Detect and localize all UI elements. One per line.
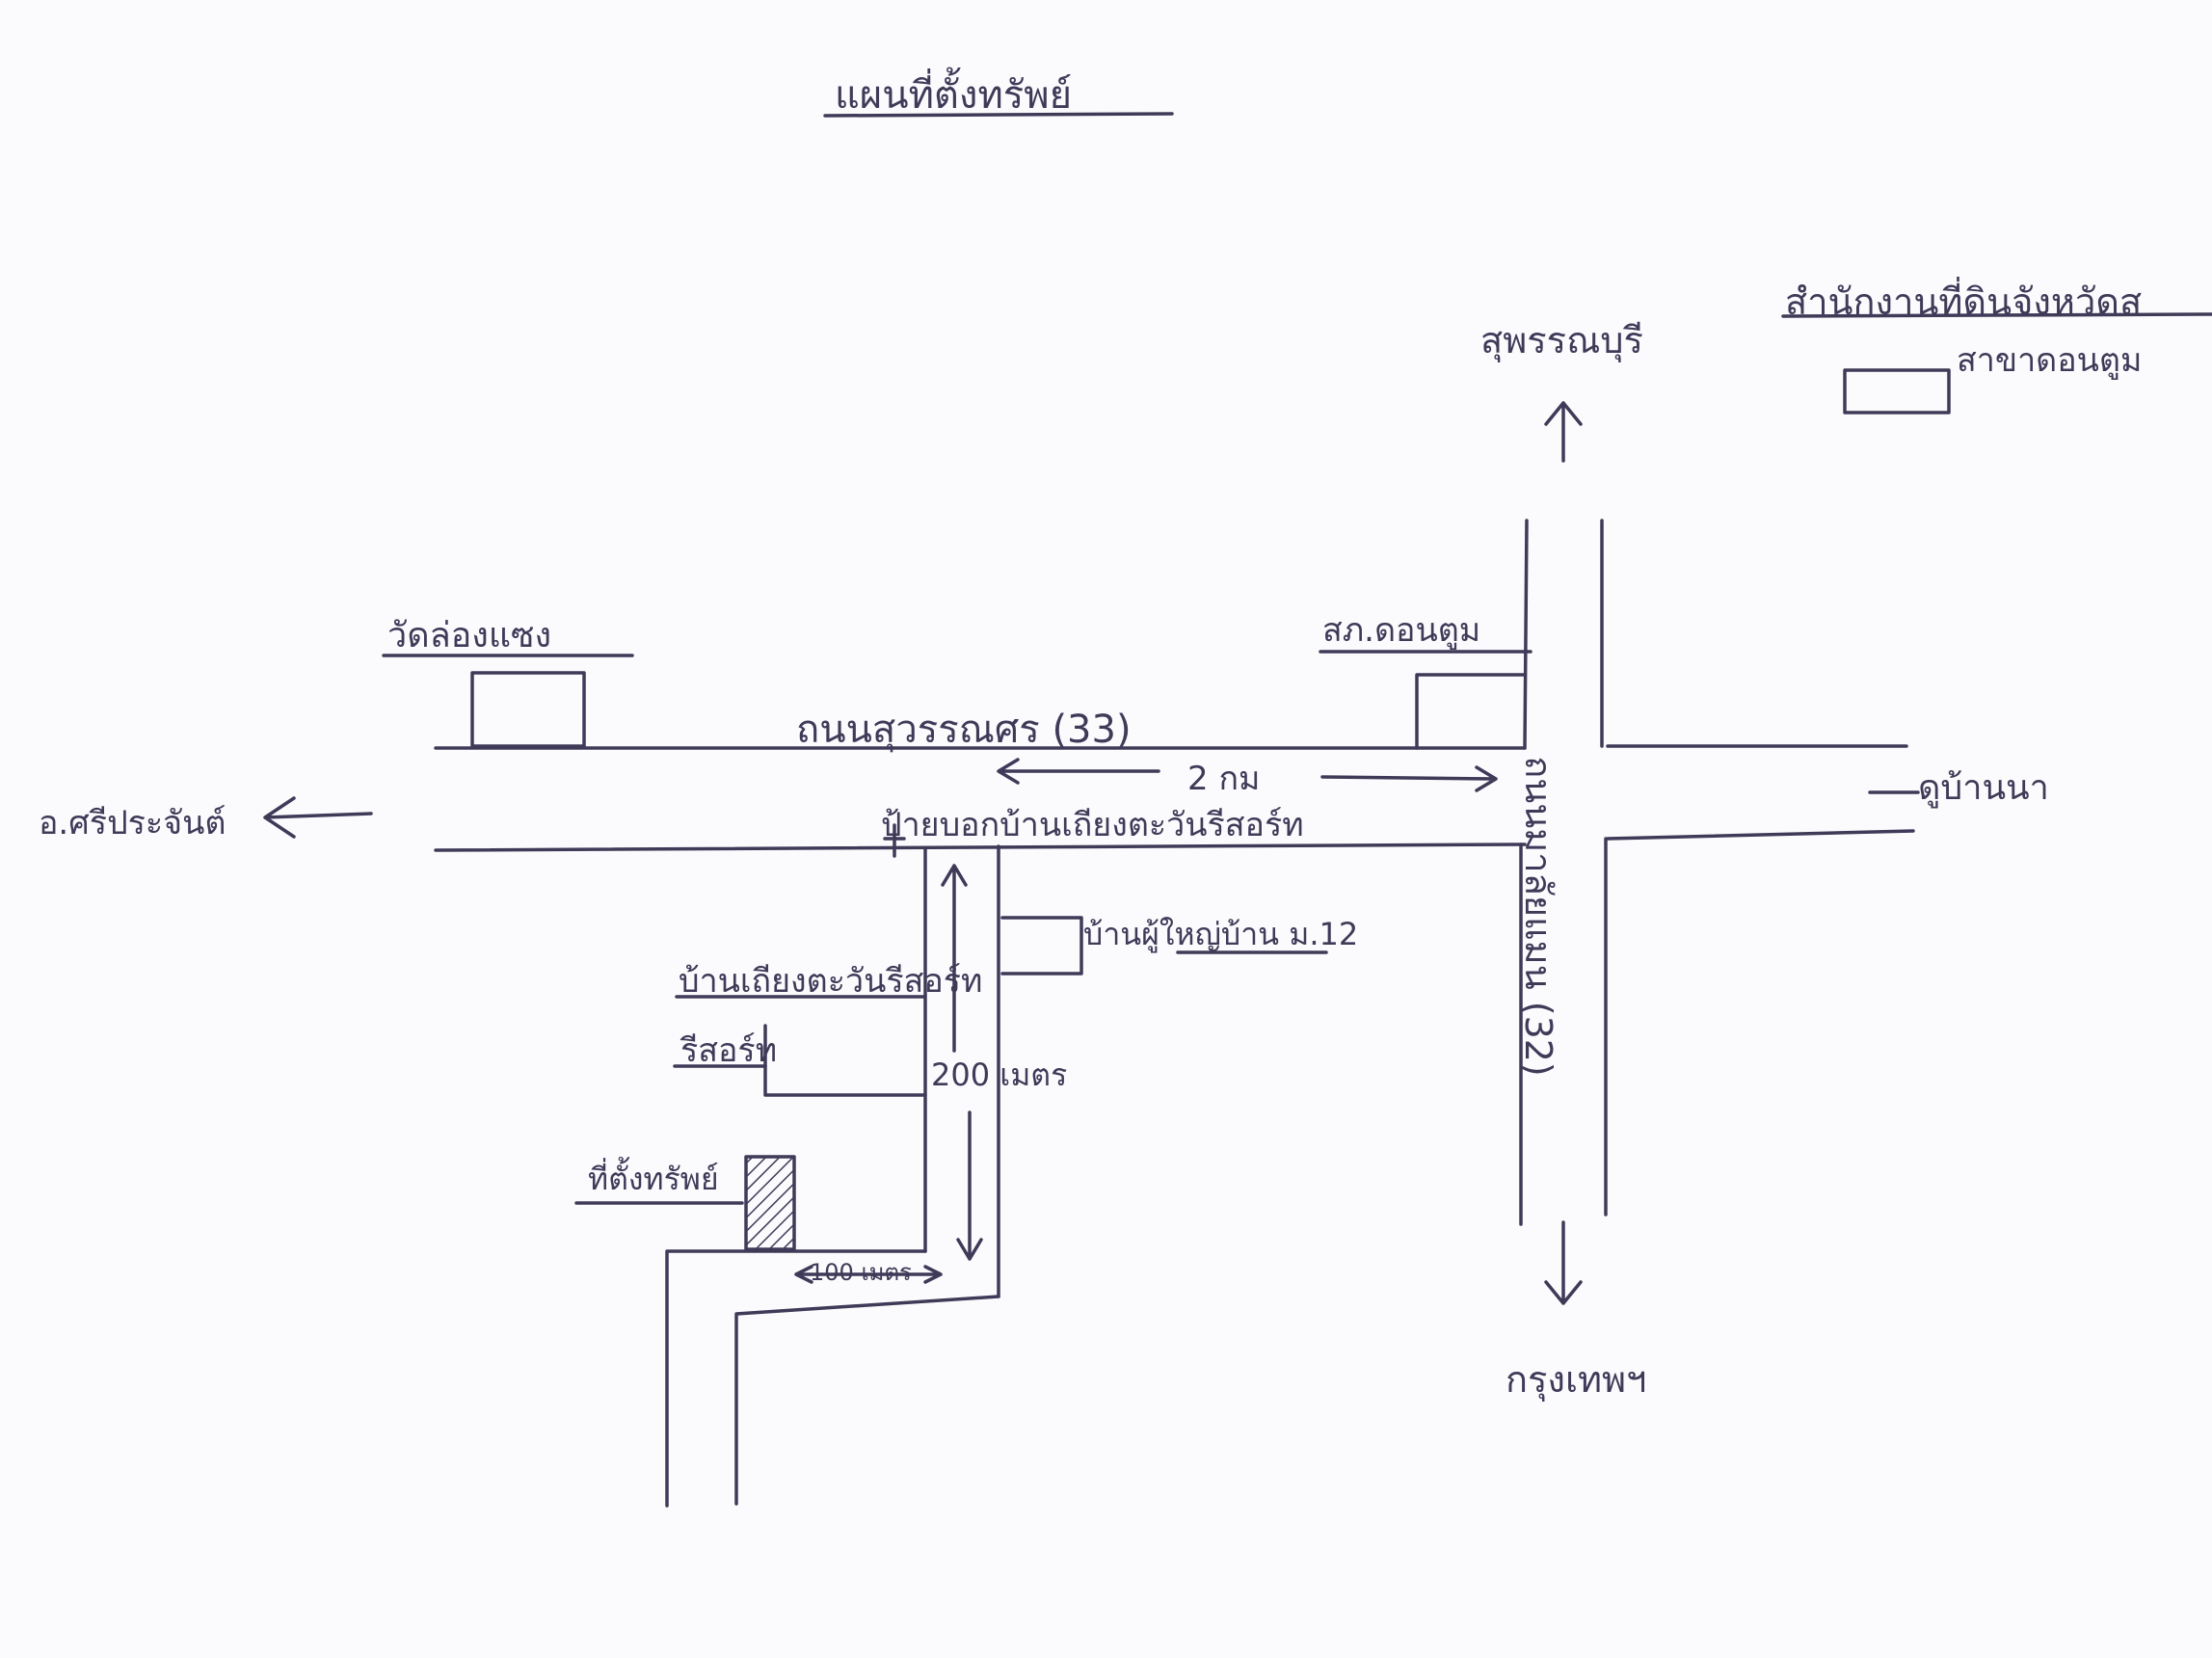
arrow-short bbox=[794, 1265, 943, 1284]
arrow-west bbox=[263, 796, 373, 839]
main-road-south-edge-left bbox=[434, 842, 1527, 852]
property-label: ที่ตั้งทรัพย์ bbox=[588, 1161, 719, 1197]
main-road-distance: 2 กม bbox=[1187, 760, 1261, 798]
temple-building bbox=[470, 671, 586, 748]
main-road-label: ถนนสุวรรณศร (33) bbox=[796, 708, 1132, 752]
headman-house bbox=[1000, 916, 1083, 976]
highway-label: ถนนมาลัยแมน (32) bbox=[1516, 756, 1559, 1077]
lane-distance: 200 เมตร bbox=[931, 1056, 1068, 1093]
label-north: สุพรรณบุรี bbox=[1480, 319, 1643, 361]
arrow-east-right bbox=[1320, 765, 1498, 792]
highway-west-edge-north bbox=[1523, 519, 1529, 750]
legend-box-label: สาขาดอนตูม bbox=[1957, 341, 2143, 380]
temple-label: วัดล่องแซง bbox=[387, 616, 552, 655]
label-south: กรุงเทพฯ bbox=[1506, 1358, 1647, 1401]
arrow-north bbox=[1544, 401, 1583, 463]
legend-heading: สำนักงานที่ดินจังหวัดส bbox=[1785, 281, 2143, 323]
sign-pin bbox=[883, 823, 906, 858]
short-distance: 100 เมตร bbox=[810, 1259, 912, 1286]
map-title: แผนที่ตั้งทรัพย์ bbox=[835, 73, 1073, 118]
legend-box bbox=[1843, 368, 1951, 414]
title-underline bbox=[823, 112, 1174, 118]
sign-label: ป้ายบอกบ้านเถียงตะวันรีสอร์ท bbox=[881, 806, 1304, 844]
main-road-south-edge-east bbox=[1606, 829, 1915, 841]
arrow-lane-down bbox=[956, 1110, 983, 1261]
label-west: อ.ศรีประจันต์ bbox=[39, 804, 227, 842]
headman-house-label: บ้านผู้ใหญ่บ้าน ม.12 bbox=[1083, 916, 1359, 952]
lane-bend bbox=[665, 1249, 927, 1508]
office-building bbox=[1415, 673, 1527, 750]
lane-bend-east bbox=[734, 1295, 1000, 1506]
resort-label-line1: บ้านเถียงตะวันรีสอร์ท bbox=[679, 962, 983, 1001]
arrow-lane-up bbox=[941, 864, 968, 1053]
arrow-east-left bbox=[997, 758, 1160, 785]
legend-underline bbox=[1781, 312, 2212, 318]
arrow-south bbox=[1544, 1220, 1583, 1305]
property-plot bbox=[744, 1155, 796, 1251]
resort-building bbox=[763, 1024, 927, 1097]
office-label: สภ.ดอนตูม bbox=[1322, 611, 1481, 650]
resort-label-line2: รีสอร์ท bbox=[680, 1031, 778, 1070]
label-east: ดูบ้านนา bbox=[1918, 768, 2049, 808]
